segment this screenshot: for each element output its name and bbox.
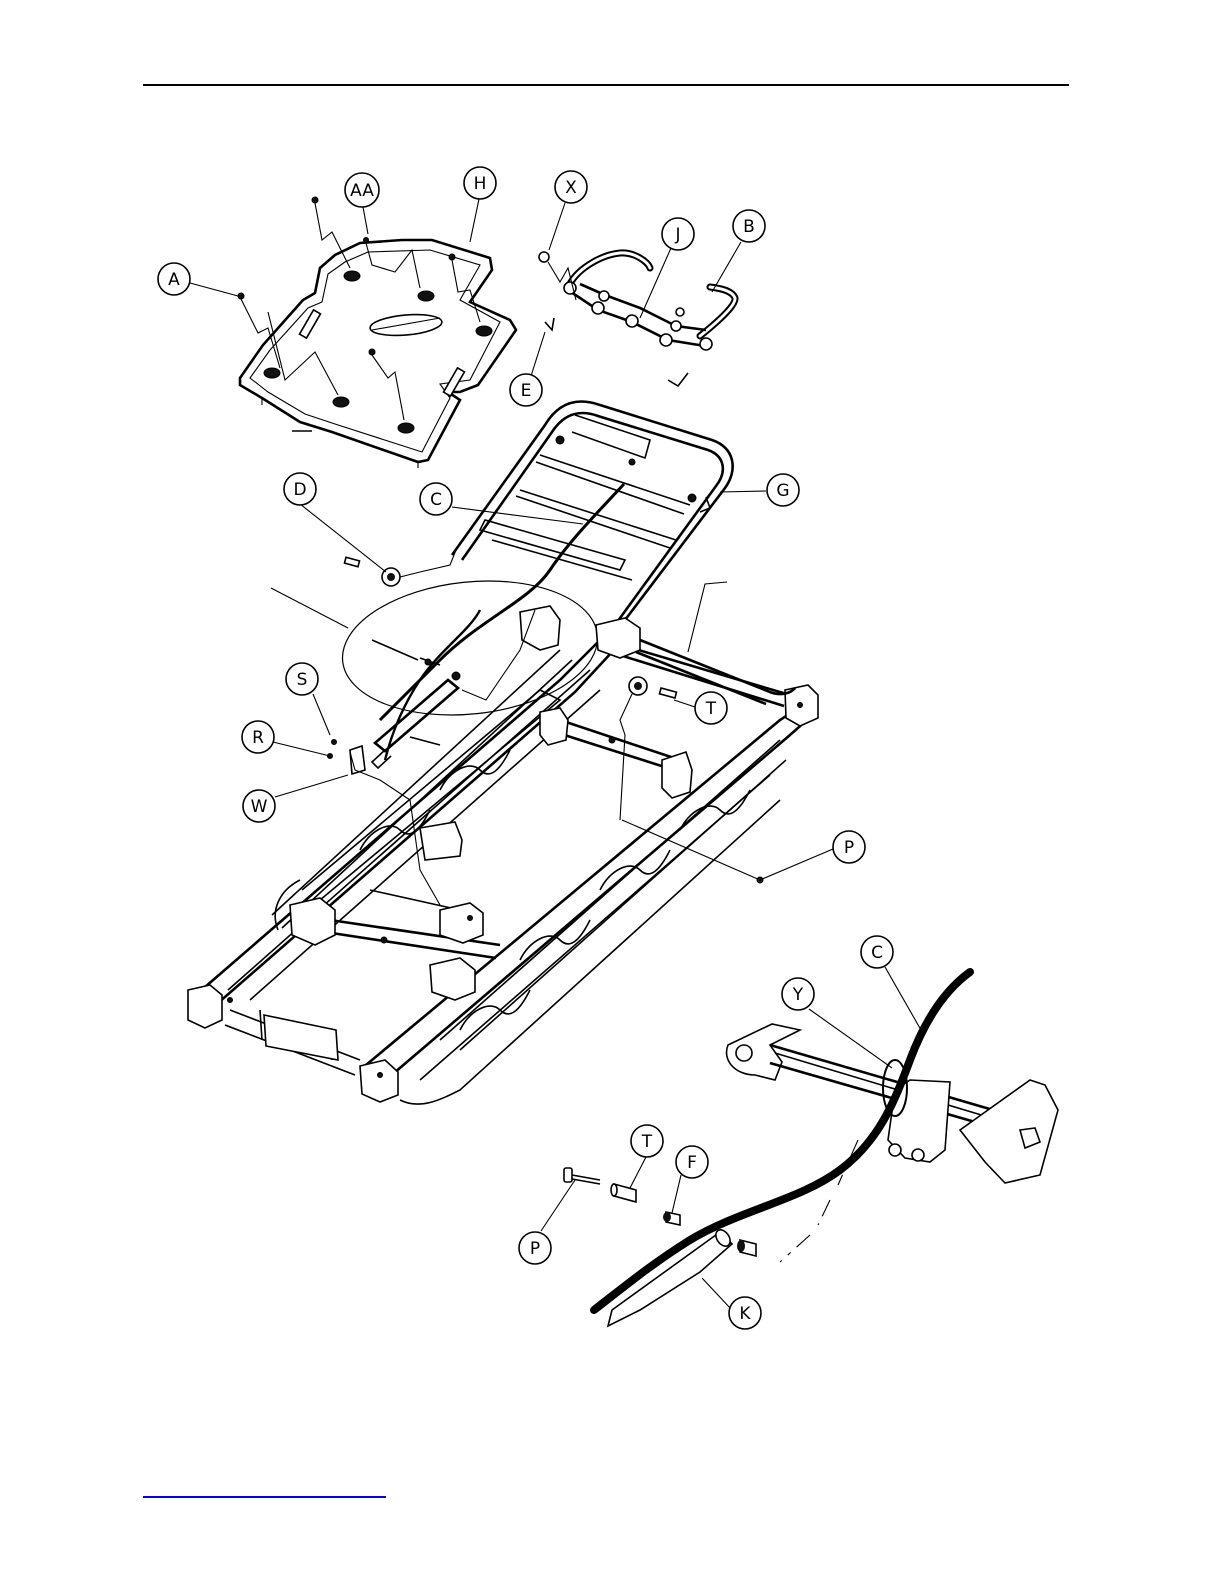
callout-D: D [284, 473, 316, 505]
svg-text:B: B [743, 217, 755, 237]
svg-text:G: G [776, 481, 789, 501]
svg-text:AA: AA [350, 181, 374, 201]
svg-text:S: S [297, 670, 308, 690]
svg-text:A: A [168, 270, 180, 290]
svg-text:E: E [521, 381, 532, 401]
svg-text:Y: Y [792, 985, 804, 1005]
svg-text:P: P [844, 838, 854, 858]
detail-hardware-drawing [564, 1168, 756, 1326]
callout-F: F [676, 1146, 708, 1178]
callout-leaders [190, 199, 921, 1309]
svg-text:P: P [530, 1239, 540, 1259]
callout-P-top: P [833, 831, 865, 863]
callout-E: E [510, 374, 542, 406]
svg-text:H: H [474, 174, 487, 194]
callout-G: G [767, 474, 799, 506]
callout-S: S [286, 663, 318, 695]
svg-text:C: C [871, 943, 883, 963]
callout-R: R [242, 721, 274, 753]
callout-T-top: T [695, 692, 727, 724]
callout-J: J [662, 218, 694, 250]
svg-text:R: R [252, 728, 264, 748]
knob-d-drawing [344, 550, 456, 586]
callout-A: A [158, 263, 190, 295]
callout-X: X [555, 171, 587, 203]
callout-B: B [733, 210, 765, 242]
backrest-frame-drawing [452, 402, 733, 625]
svg-text:D: D [293, 480, 306, 500]
backrest-sling-drawing [539, 252, 735, 386]
svg-text:K: K [739, 1304, 751, 1324]
callout-W: W [243, 790, 275, 822]
svg-text:C: C [430, 490, 442, 510]
callout-AA: AA [345, 173, 379, 207]
callout-Y: Y [782, 978, 814, 1010]
svg-text:T: T [705, 699, 717, 719]
seat-pan-drawing [238, 197, 516, 468]
svg-text:T: T [641, 1132, 653, 1152]
callout-C-detail: C [861, 936, 893, 968]
svg-text:J: J [674, 225, 680, 245]
callout-C-top: C [420, 483, 452, 515]
callout-P-detail: P [519, 1232, 551, 1264]
callout-H: H [464, 167, 496, 199]
svg-text:F: F [687, 1153, 697, 1173]
svg-text:W: W [251, 797, 268, 817]
callout-T-detail: T [631, 1125, 663, 1157]
svg-text:X: X [565, 178, 577, 198]
chassis-frame-drawing [188, 606, 818, 1104]
actuator-drawing [372, 610, 535, 768]
callout-K: K [729, 1297, 761, 1329]
